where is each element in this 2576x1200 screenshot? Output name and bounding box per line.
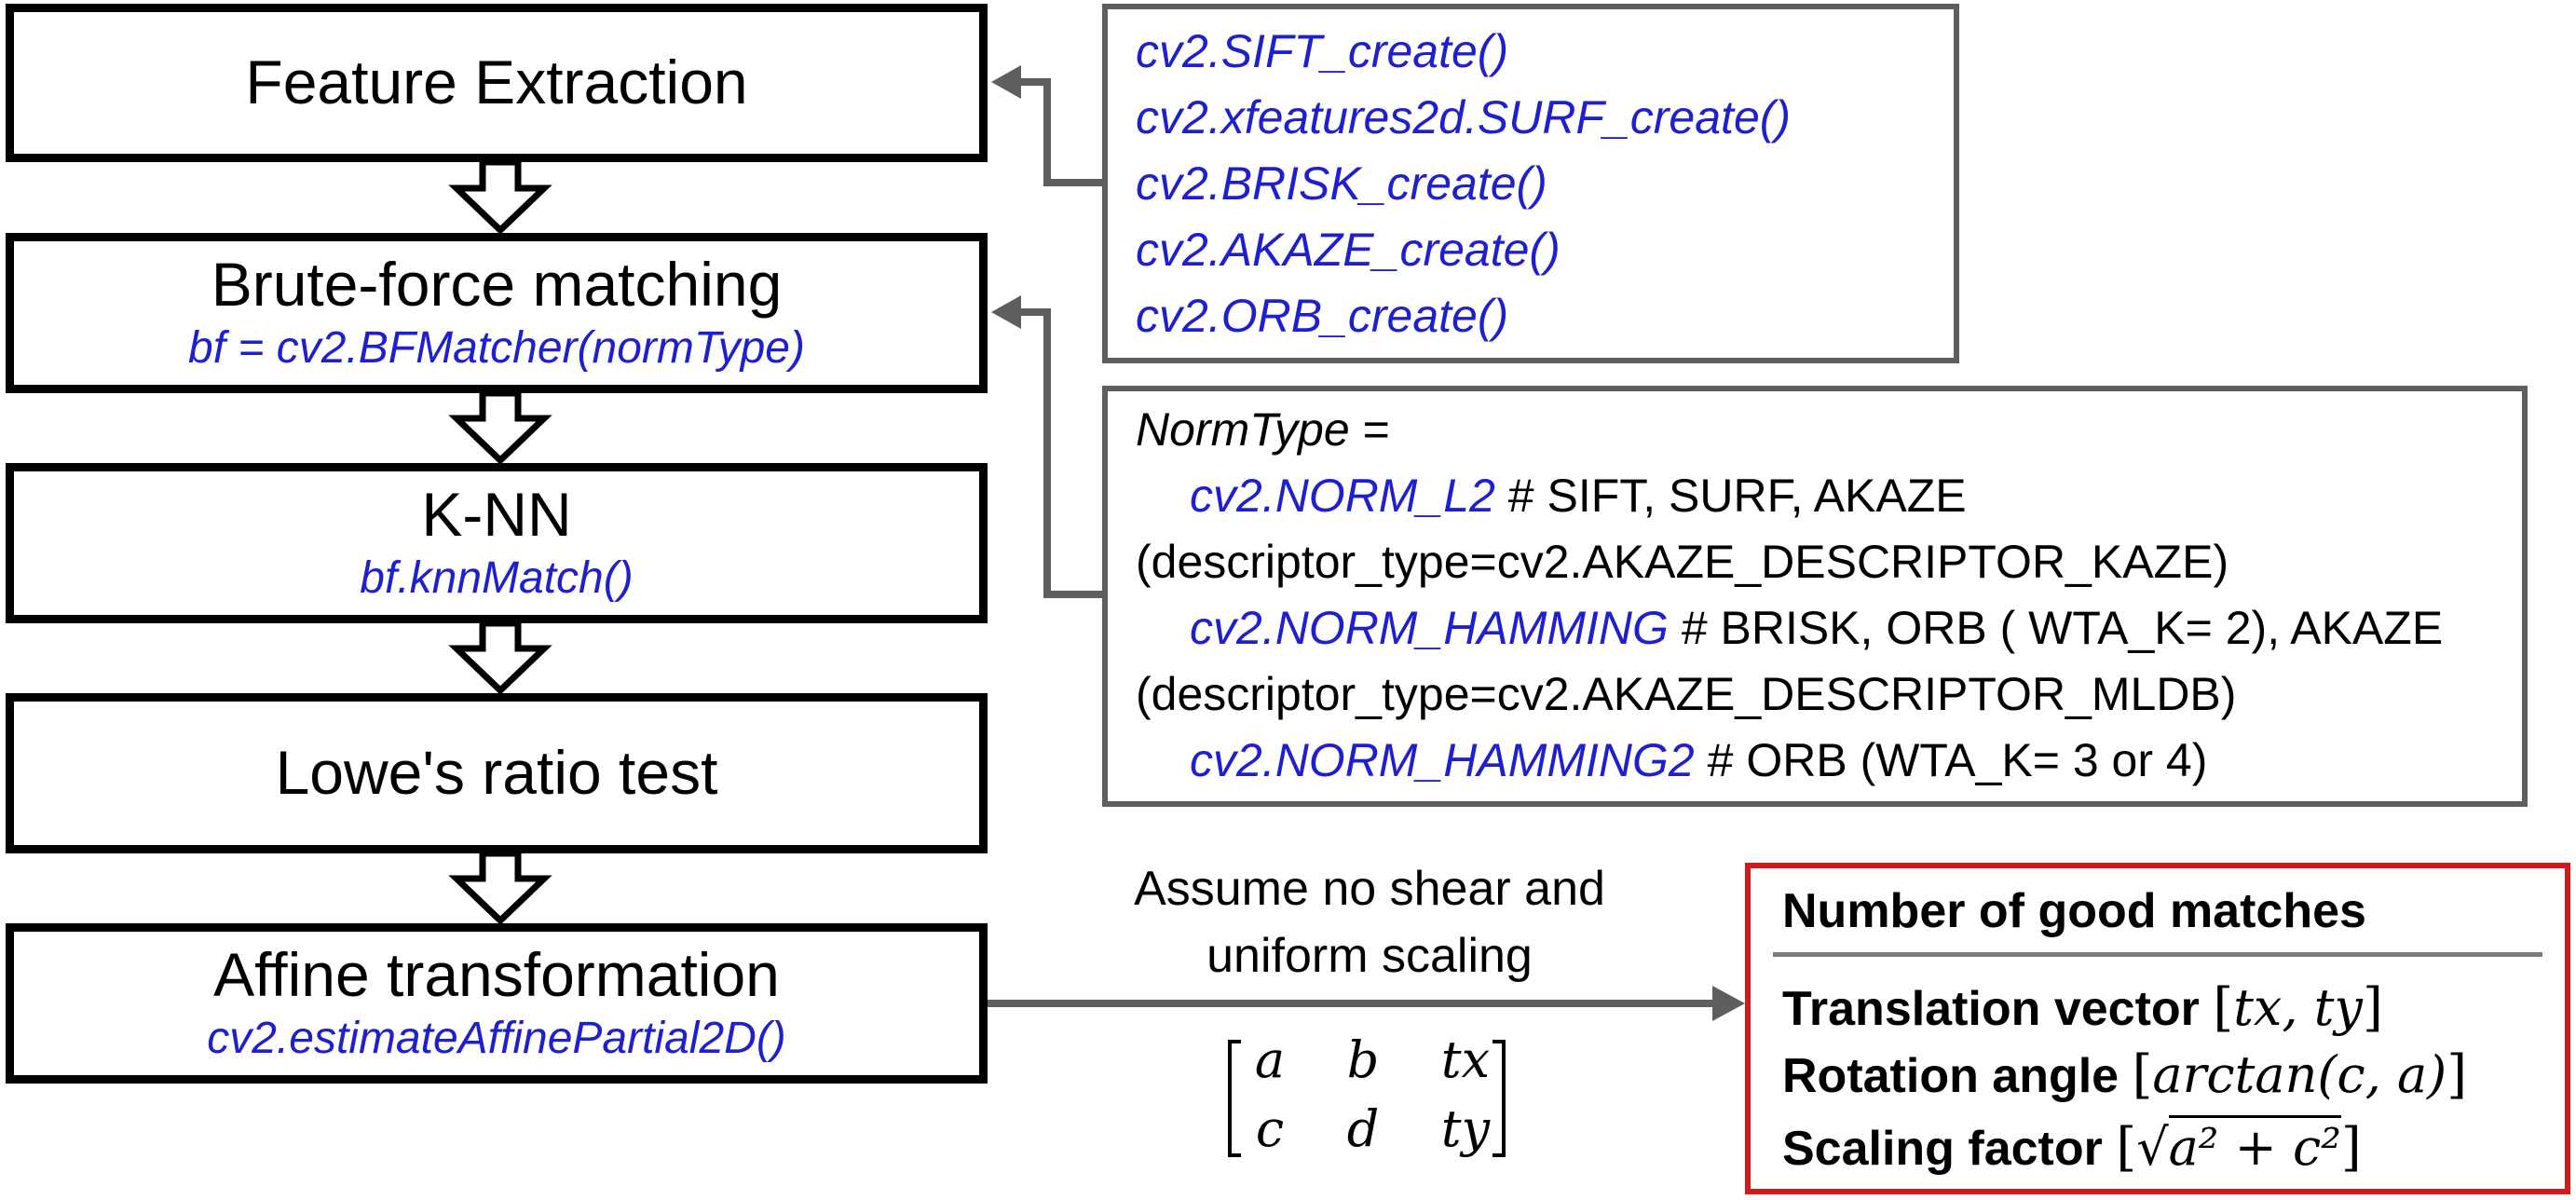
results-box: Number of good matches Translation vecto… (1745, 863, 2570, 1194)
norm-type-header: NormType = (1136, 397, 2522, 463)
matrix-brackets (1228, 1040, 1506, 1157)
assumption-line-1: Assume no shear and (1134, 862, 1605, 916)
norm-type-label: NormType (1136, 403, 1350, 456)
step-code: bf.knnMatch() (360, 552, 634, 603)
step-title: Lowe's ratio test (275, 738, 718, 808)
norm-l2-comment: # SIFT, SURF, AKAZE (1494, 470, 1967, 522)
scaling-line: Scaling factor [√a² + c²] (1782, 1115, 2362, 1178)
rotation-label: Rotation angle (1782, 1049, 2119, 1103)
norm-l2: cv2.NORM_L2 (1190, 470, 1495, 522)
norm-arrowhead (991, 295, 1021, 329)
extractor-item: cv2.ORB_create() (1136, 290, 1509, 342)
extractor-arrowhead (991, 65, 1021, 99)
norm-type-equals: = (1349, 403, 1390, 456)
translation-expr: tx, ty (2233, 978, 2363, 1037)
step-feature-extraction: Feature Extraction (6, 4, 988, 162)
norm-hamming2: cv2.NORM_HAMMING2 (1190, 734, 1695, 786)
norm-hamming2-line: cv2.NORM_HAMMING2 # ORB (WTA_K= 3 or 4) (1136, 728, 2522, 794)
norm-l2-continuation: (descriptor_type=cv2.AKAZE_DESCRIPTOR_KA… (1136, 536, 2229, 588)
norm-connector (1015, 308, 1102, 598)
extractor-item: cv2.SIFT_create() (1136, 25, 1509, 77)
norm-hamming: cv2.NORM_HAMMING (1190, 602, 1669, 654)
matrix-cell: a (1254, 1030, 1286, 1089)
results-title: Number of good matches (1782, 884, 2366, 938)
extractor-item: cv2.xfeatures2d.SURF_create() (1136, 91, 1792, 143)
down-arrow-3 (448, 620, 552, 695)
extractor-item: cv2.AKAZE_create() (1136, 224, 1561, 276)
step-lowes-ratio-test: Lowe's ratio test (6, 693, 988, 853)
extractor-list-box: cv2.SIFT_create() cv2.xfeatures2d.SURF_c… (1102, 4, 1959, 363)
matrix-cell: d (1346, 1099, 1380, 1158)
norm-hamming-continuation: (descriptor_type=cv2.AKAZE_DESCRIPTOR_ML… (1136, 668, 2237, 720)
step-brute-force-matching: Brute-force matching bf = cv2.BFMatcher(… (6, 233, 988, 393)
rotation-expr: arctan(c, a) (2152, 1045, 2447, 1104)
extractor-connector (1015, 78, 1102, 186)
matrix-cell: c (1255, 1099, 1285, 1158)
matrix-cell: ty (1440, 1099, 1491, 1158)
rotation-line: Rotation angle [arctan(c, a)] (1782, 1044, 2468, 1105)
step-code: bf = cv2.BFMatcher(normType) (188, 322, 805, 373)
results-divider (1773, 952, 2542, 957)
affine-matrix: a b tx c d ty (1219, 1023, 1517, 1165)
norm-hamming-comment: # BRISK, ORB ( WTA_K= 2), AKAZE (1668, 602, 2444, 654)
step-title: K-NN (421, 480, 572, 550)
scaling-label: Scaling factor (1782, 1122, 2103, 1176)
step-knn: K-NN bf.knnMatch() (6, 463, 988, 623)
matrix-cell: tx (1440, 1030, 1491, 1089)
extractor-item: cv2.BRISK_create() (1136, 157, 1547, 210)
translation-label: Translation vector (1782, 982, 2200, 1036)
step-title: Affine transformation (213, 940, 780, 1010)
norm-l2-line: cv2.NORM_L2 # SIFT, SURF, AKAZE (1136, 463, 2522, 529)
norm-type-box: NormType = cv2.NORM_L2 # SIFT, SURF, AKA… (1102, 386, 2528, 807)
matrix-cell: b (1346, 1030, 1380, 1089)
scaling-expr: a² + c² (2168, 1115, 2341, 1177)
down-arrow-2 (448, 389, 552, 465)
assumption-line-2: uniform scaling (1206, 929, 1533, 983)
norm-hamming-line: cv2.NORM_HAMMING # BRISK, ORB ( WTA_K= 2… (1136, 595, 2522, 661)
translation-line: Translation vector [tx, ty] (1782, 977, 2383, 1038)
result-arrowhead (1712, 986, 1745, 1021)
step-code: cv2.estimateAffinePartial2D() (207, 1013, 786, 1063)
step-title: Feature Extraction (245, 48, 748, 117)
norm-hamming2-comment: # ORB (WTA_K= 3 or 4) (1694, 734, 2208, 786)
sqrt-icon: √ (2136, 1118, 2169, 1177)
assumption-note: Assume no shear and uniform scaling (1062, 855, 1677, 989)
step-title: Brute-force matching (211, 250, 783, 320)
step-affine-transformation: Affine transformation cv2.estimateAffine… (6, 923, 988, 1084)
down-arrow-1 (448, 158, 552, 235)
down-arrow-4 (448, 850, 552, 925)
